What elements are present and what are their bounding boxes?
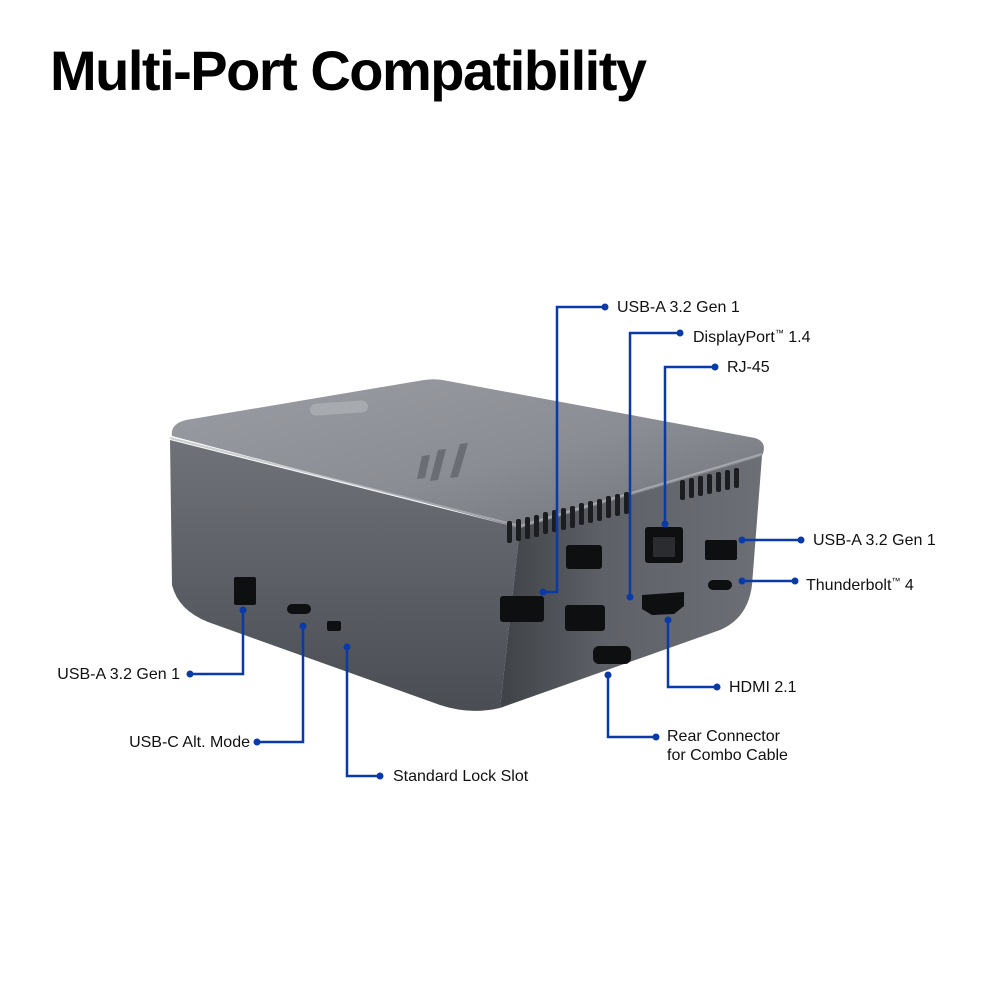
label-displayport: DisplayPort™ 1.4	[693, 328, 811, 346]
displayport-lower	[565, 605, 605, 631]
thunderbolt-port	[708, 580, 732, 590]
status-light	[310, 400, 368, 416]
hp-logo-icon	[417, 443, 468, 481]
label-side-usb-a: USB-A 3.2 Gen 1	[57, 666, 180, 683]
callout-lines	[190, 305, 801, 778]
hdmi-port	[642, 592, 684, 615]
dock-left-face	[170, 440, 520, 711]
lock-slot	[327, 621, 341, 631]
dock-top-face	[171, 379, 764, 528]
label-rear-usb-a-top: USB-A 3.2 Gen 1	[617, 299, 740, 316]
label-lock-slot: Standard Lock Slot	[393, 768, 529, 785]
rear-connector-port	[593, 646, 631, 664]
rear-ports	[500, 527, 737, 664]
side-ports	[234, 577, 341, 631]
usb-c-port	[287, 604, 311, 614]
label-rj45: RJ-45	[727, 359, 770, 376]
label-usb-c: USB-C Alt. Mode	[129, 734, 250, 751]
label-hdmi: HDMI 2.1	[729, 679, 797, 696]
label-thunderbolt: Thunderbolt™ 4	[806, 576, 914, 594]
usb-a-port-rear	[500, 596, 544, 622]
page-title: Multi-Port Compatibility	[50, 39, 647, 102]
vent-grille	[507, 468, 739, 543]
displayport-upper	[566, 545, 602, 569]
callout-dots	[186, 303, 805, 780]
usb-a-port-right	[705, 540, 737, 560]
label-rear-usb-a-right: USB-A 3.2 Gen 1	[813, 532, 936, 549]
side-usb-a-port	[234, 577, 256, 605]
label-rear-connector: Rear Connector for Combo Cable	[667, 728, 788, 764]
